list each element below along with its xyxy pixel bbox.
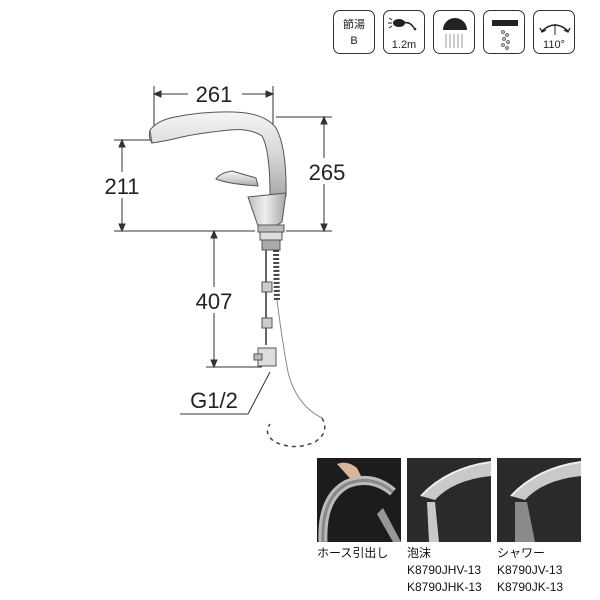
hand-shower-icon: 1.2m <box>383 10 425 54</box>
width-dimension-label: 261 <box>196 82 233 107</box>
foam-spray-glyph <box>492 20 518 50</box>
shower-model-code-2: K8790JK-13 <box>497 580 564 594</box>
total-height-label: 265 <box>309 160 346 185</box>
spec-icon-row: 節湯 B 1.2m <box>333 10 575 54</box>
hose-length-label: 1.2m <box>391 39 417 51</box>
shower-photo <box>497 458 581 542</box>
swivel-glyph <box>539 24 571 35</box>
hand-shower-glyph <box>388 17 417 31</box>
foam-model-code-2: K8790JHK-13 <box>407 580 482 594</box>
foam-title: 泡沫 <box>407 546 432 560</box>
water-saving-label: 節湯 <box>343 19 365 31</box>
spout-height-label: 211 <box>104 174 139 199</box>
supply-hose <box>253 249 326 448</box>
connection-label: G1/2 <box>190 388 238 413</box>
hose-pull-illustration <box>318 462 401 542</box>
water-saving-grade: B <box>350 35 358 47</box>
faucet-body <box>148 111 287 251</box>
shower-spray-icon <box>433 10 475 54</box>
swivel-icon: 110° <box>533 10 575 54</box>
swivel-angle-label: 110° <box>543 39 565 51</box>
shower-caption: シャワー K8790JV-13 K8790JK-13 <box>497 545 563 596</box>
hose-length-label: 407 <box>196 289 233 314</box>
connection-callout <box>180 371 271 415</box>
shower-illustration <box>510 461 581 542</box>
hose-pull-caption: ホース引出し <box>317 546 389 560</box>
water-saving-icon: 節湯 B <box>333 10 375 54</box>
hose-pull-photo <box>317 458 401 542</box>
shower-model-code-1: K8790JV-13 <box>497 563 563 577</box>
foam-model-code-1: K8790JHV-13 <box>407 563 482 577</box>
shower-title: シャワー <box>497 546 546 560</box>
foam-photo <box>407 458 491 542</box>
faucet-drawing: 261 211 265 407 <box>104 82 346 448</box>
shower-spray-glyph <box>443 18 467 48</box>
foam-caption: 泡沫 K8790JHV-13 K8790JHK-13 <box>407 545 482 596</box>
foam-illustration <box>420 461 491 542</box>
foam-spray-icon <box>483 10 525 54</box>
